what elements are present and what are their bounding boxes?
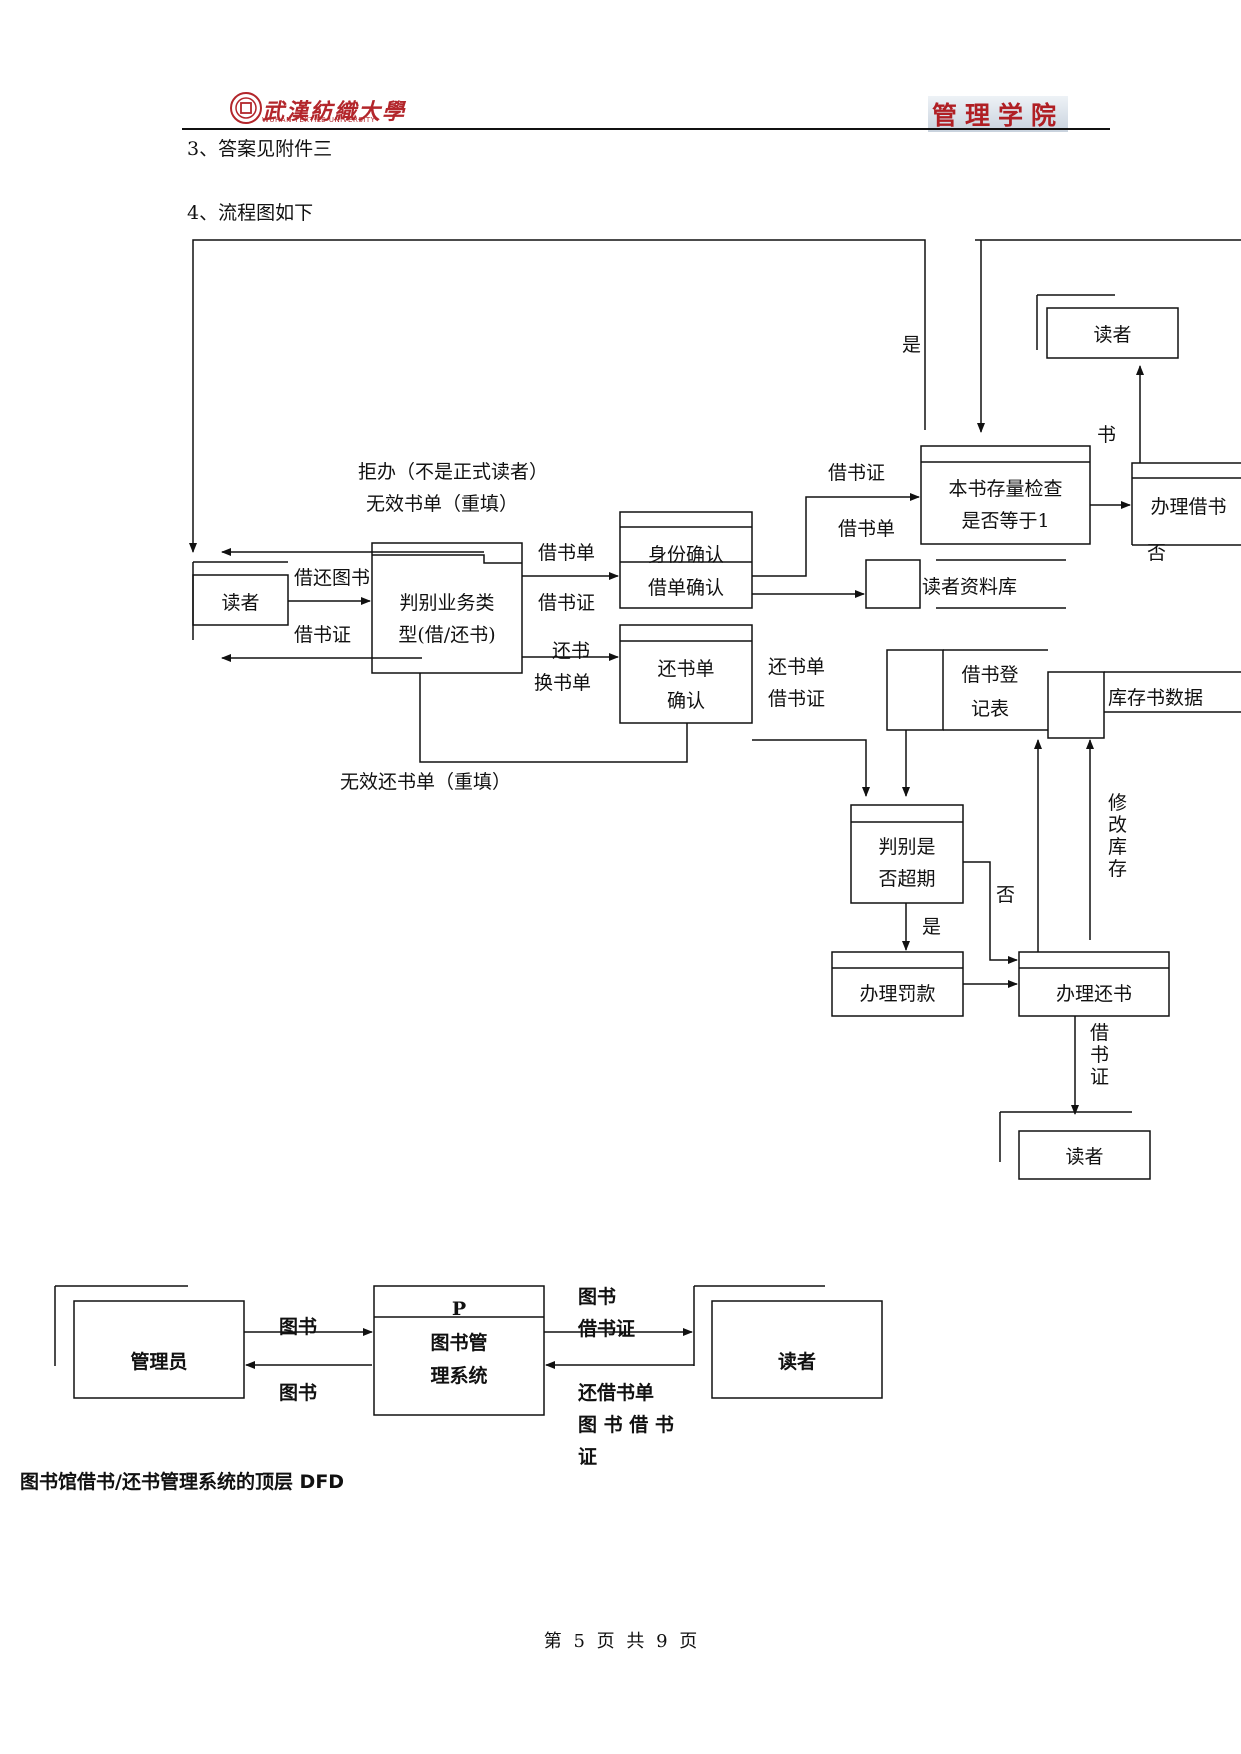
flow-exchange-slip: 换书单 [534,672,592,694]
dfd-reader-label: 读者 [777,1351,816,1373]
flow-return-slip: 还书单 [768,656,826,678]
flowchart [189,239,1241,1180]
return-confirm-line1: 还书单 [657,658,715,680]
reader-source-entity [192,561,289,640]
handle-return-label: 办理还书 [1055,983,1132,1005]
borrow-register-line2: 记表 [970,698,1009,720]
dfd-system-line2: 理系统 [430,1365,488,1387]
dfd-right-bottom-line2: 图 书 借 书 [578,1414,674,1436]
university-name-en: WUHAN TEXTILE UNIVERSITY [262,116,376,124]
flow-yes-top: 是 [902,334,922,356]
dfd-system-process [373,1285,545,1416]
borrow-register-line1: 借书登 [961,664,1019,686]
reader-bottom-entity [999,1111,1151,1180]
reader-db-store [865,559,1066,609]
dfd-system-line1: 图书管 [430,1332,488,1354]
reader-bottom-label: 读者 [1065,1146,1104,1168]
dfd-right-bottom-line3: 证 [578,1446,598,1468]
handle-return-process [1018,951,1170,1017]
dfd-right-bottom-line1: 还借书单 [578,1382,655,1404]
flow-return-book: 还书 [552,640,591,662]
id-confirm-label: 身份确认 [647,544,724,566]
loan-confirm-process [619,511,753,609]
dfd-process-id: P [451,1298,467,1320]
reader-db-label: 读者资料库 [922,576,1018,598]
stock-data-label: 库存书数据 [1108,687,1204,709]
flow-lines [189,239,1241,1115]
judge-type-process [371,542,523,674]
dfd-admin-entity [54,1285,245,1399]
flow-reject: 拒办（不是正式读者） [358,461,549,483]
dfd-right-top-line1: 图书 [578,1286,617,1308]
borrow-register-store [886,649,1048,731]
judge-overdue-line2: 否超期 [878,868,936,890]
item-3: 3、答案见附件三 [187,138,333,160]
flow-card-out: 借书证 [1090,1022,1110,1088]
reader-top-label: 读者 [1093,324,1132,346]
flow-card-3: 借书证 [768,688,826,710]
return-confirm-process [619,624,753,724]
dfd-admin-label: 管理员 [130,1351,188,1373]
dfd-caption: 图书馆借书/还书管理系统的顶层 DFD [20,1471,345,1493]
flow-loan-slip-1: 借书单 [538,542,596,564]
flow-invalid-loan: 无效书单（重填） [366,493,519,515]
header-rule [182,128,1110,130]
flow-card-1: 借书证 [538,592,596,614]
flow-borrow-return: 借还图书 [294,567,371,589]
top-level-dfd [54,1285,883,1416]
flow-loan-slip-2: 借书单 [838,518,896,540]
reader-source-label: 读者 [221,592,260,614]
judge-overdue-line1: 判别是 [878,836,936,858]
stock-check-process [920,445,1091,545]
dfd-reader-entity [693,1285,883,1399]
dfd-right-top-line2: 借书证 [578,1318,636,1340]
flow-card-2: 借书证 [828,462,886,484]
reader-top-entity [1036,294,1179,359]
stock-check-line1: 本书存量检查 [948,478,1063,500]
flow-book: 书 [1097,424,1117,446]
university-seal-icon [230,92,262,124]
stock-check-line2: 是否等于1 [961,510,1050,532]
return-confirm-line2: 确认 [666,690,705,712]
judge-overdue-process [850,804,964,904]
university-name: 武漢紡織大學 [262,99,407,125]
judge-type-line1: 判别业务类 [399,592,495,614]
item-4: 4、流程图如下 [187,202,314,224]
loan-confirm-label: 借单确认 [647,577,724,599]
dfd-book-out: 图书 [279,1382,318,1404]
flow-no-overdue: 否 [996,884,1016,906]
flow-yes-overdue: 是 [922,916,942,938]
stock-data-store [1047,671,1241,739]
flow-invalid-return: 无效还书单（重填） [340,771,512,793]
page-footer: 第 5 页 共 9 页 [543,1631,698,1652]
college-name: 管理学院 [928,96,1069,132]
flow-modify-stock: 修改库存 [1108,792,1128,880]
judge-type-line2: 型(借/还书) [398,624,496,646]
handle-borrow-process [1131,462,1241,546]
handle-borrow-label: 办理借书 [1150,496,1227,518]
flow-card-in: 借书证 [294,624,352,646]
dfd-book-in: 图书 [279,1316,318,1338]
flow-no-top: 否 [1147,542,1167,564]
handle-fine-label: 办理罚款 [859,983,936,1005]
